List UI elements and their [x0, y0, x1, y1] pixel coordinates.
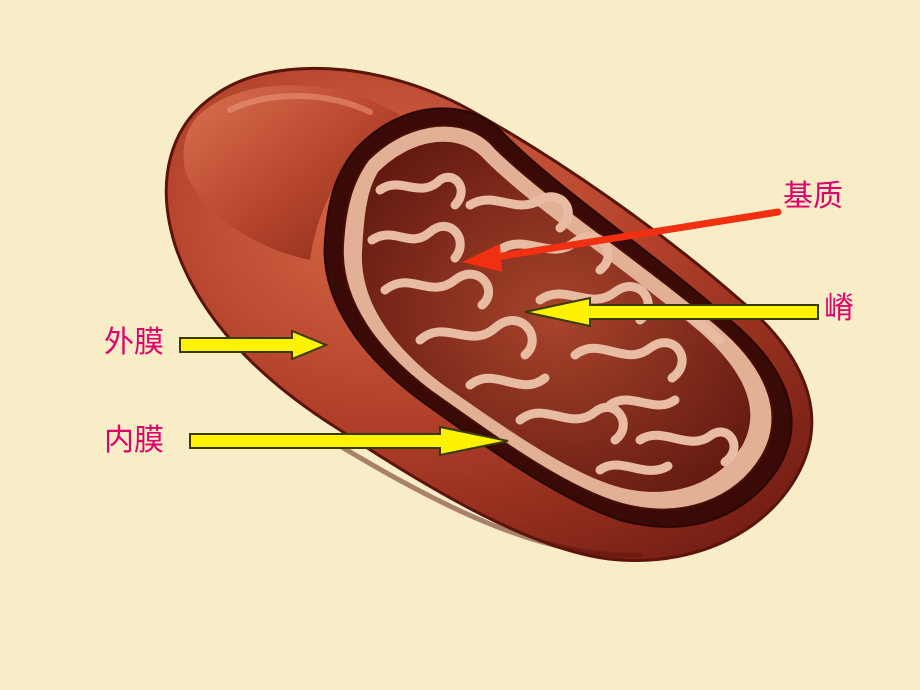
body-sheen [227, 92, 373, 115]
inner-membrane-pointer-arrow [189, 425, 509, 457]
outer-membrane-label: 外膜 [104, 325, 164, 360]
body-shadow-edge [327, 437, 643, 558]
cristae-label: 嵴 [824, 291, 854, 326]
matrix-label: 基质 [783, 179, 843, 214]
matrix-pointer-arrow [462, 208, 782, 272]
outer-cap-highlight [183, 85, 400, 260]
outer-membrane-pointer-arrow [179, 329, 329, 361]
cristae-pointer-arrow [524, 296, 819, 328]
inner-membrane-label: 内膜 [104, 423, 164, 458]
